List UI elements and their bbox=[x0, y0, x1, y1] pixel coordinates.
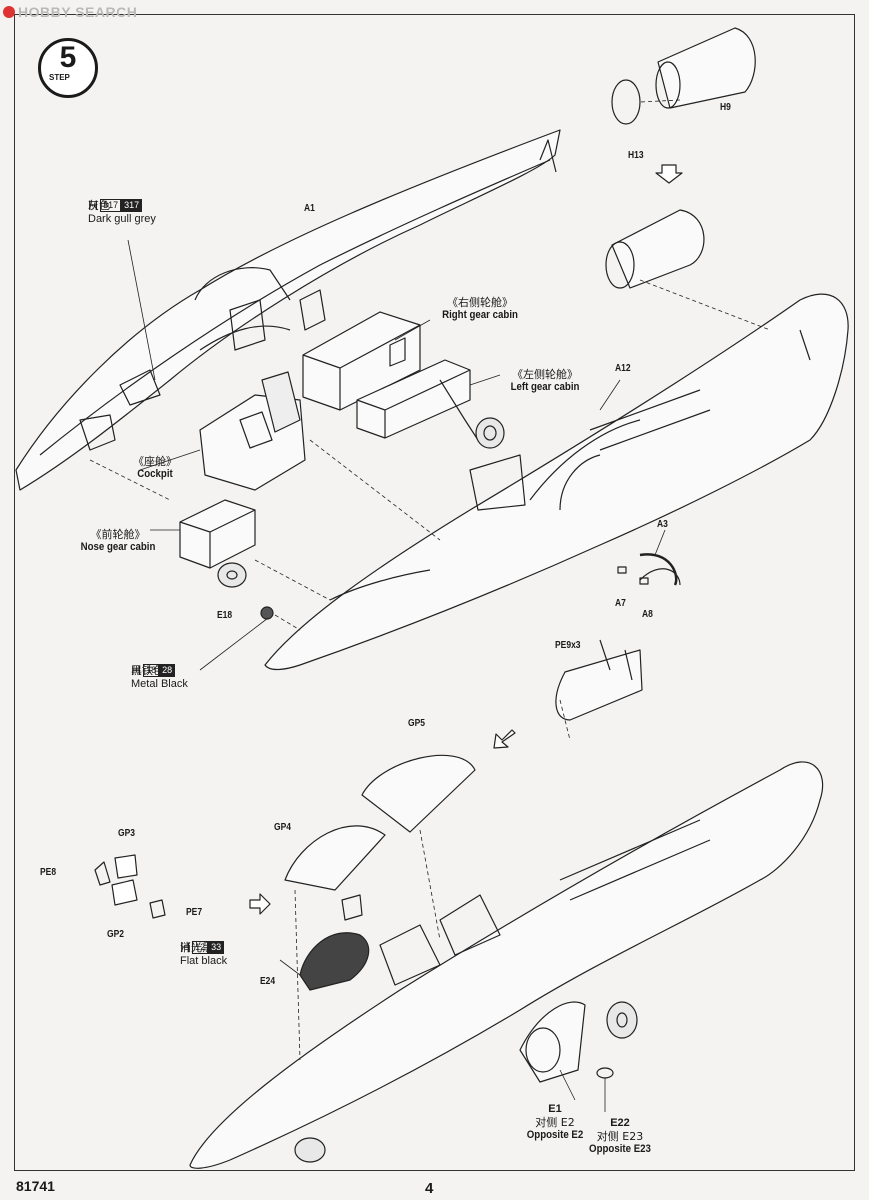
watermark-logo-icon bbox=[3, 6, 15, 18]
kit-number: 81741 bbox=[16, 1178, 55, 1194]
fuselage-half-a1 bbox=[15, 129, 561, 491]
canopies bbox=[284, 754, 476, 891]
paint-callout-grey: H 317 317 灰色 Dark gull grey bbox=[88, 197, 156, 225]
cockpit-tub bbox=[199, 371, 306, 491]
part-label-e24: E24 bbox=[260, 976, 276, 987]
part-label-pe8: PE8 bbox=[40, 867, 57, 878]
nose-gear-cabin-callout: 《前轮舱》 Nose gear cabin bbox=[80, 528, 156, 553]
part-label-a1: A1 bbox=[304, 203, 315, 214]
assembly-lines bbox=[89, 99, 771, 1061]
step-word: STEP bbox=[49, 73, 70, 82]
part-label-e18: E18 bbox=[217, 610, 233, 621]
arrow-down-icon bbox=[655, 164, 683, 184]
exhaust-parts bbox=[605, 27, 756, 289]
arrow-right-icon bbox=[249, 893, 271, 915]
paint-callout-metal: H 18 28 黑铁色 Metal Black bbox=[131, 662, 188, 690]
callout-lines bbox=[127, 239, 666, 1112]
nose-gear-cabin bbox=[179, 499, 256, 588]
page-number: 4 bbox=[425, 1180, 434, 1197]
watermark: HOBBY SEARCH bbox=[3, 4, 137, 20]
part-label-gp4: GP4 bbox=[274, 822, 292, 833]
step-number: 5 bbox=[59, 41, 77, 74]
e1-callout: E1 对侧 E2 Opposite E2 bbox=[526, 1103, 584, 1141]
part-label-pe9x3: PE9x3 bbox=[555, 640, 581, 651]
canopy-rails bbox=[555, 568, 681, 721]
right-gear-cabin-callout: 《右侧轮舱》 Right gear cabin bbox=[442, 296, 518, 321]
part-label-a12: A12 bbox=[615, 363, 631, 374]
arrow-down-left-icon bbox=[493, 729, 516, 749]
part-label-pe7: PE7 bbox=[186, 907, 203, 918]
right-gear-cabin bbox=[302, 311, 421, 411]
fuselage-a12 bbox=[264, 293, 849, 671]
e22-callout: E22 对侧 E23 Opposite E23 bbox=[589, 1117, 651, 1155]
left-gear-cabin-callout: 《左侧轮舱》 Left gear cabin bbox=[510, 368, 580, 393]
part-label-gp2: GP2 bbox=[107, 929, 125, 940]
part-label-h9: H9 bbox=[720, 102, 731, 113]
part-label-a3: A3 bbox=[657, 519, 668, 530]
watermark-text: HOBBY SEARCH bbox=[18, 4, 138, 20]
step-badge: 5 STEP bbox=[38, 38, 98, 98]
part-label-a7: A7 bbox=[615, 598, 626, 609]
part-label-h13: H13 bbox=[628, 150, 644, 161]
fuselage-complete bbox=[189, 761, 824, 1169]
part-label-gp5: GP5 bbox=[408, 718, 426, 729]
part-label-gp3: GP3 bbox=[118, 828, 136, 839]
left-gear-cabin bbox=[356, 359, 505, 449]
page-frame bbox=[14, 14, 855, 1171]
ejection-seat bbox=[299, 894, 370, 991]
paint-callout-flat: H 12 33 消光黑 Flat black bbox=[180, 939, 228, 967]
cockpit-callout: 《座舱》 Cockpit bbox=[133, 455, 177, 480]
part-label-a8: A8 bbox=[642, 609, 653, 620]
